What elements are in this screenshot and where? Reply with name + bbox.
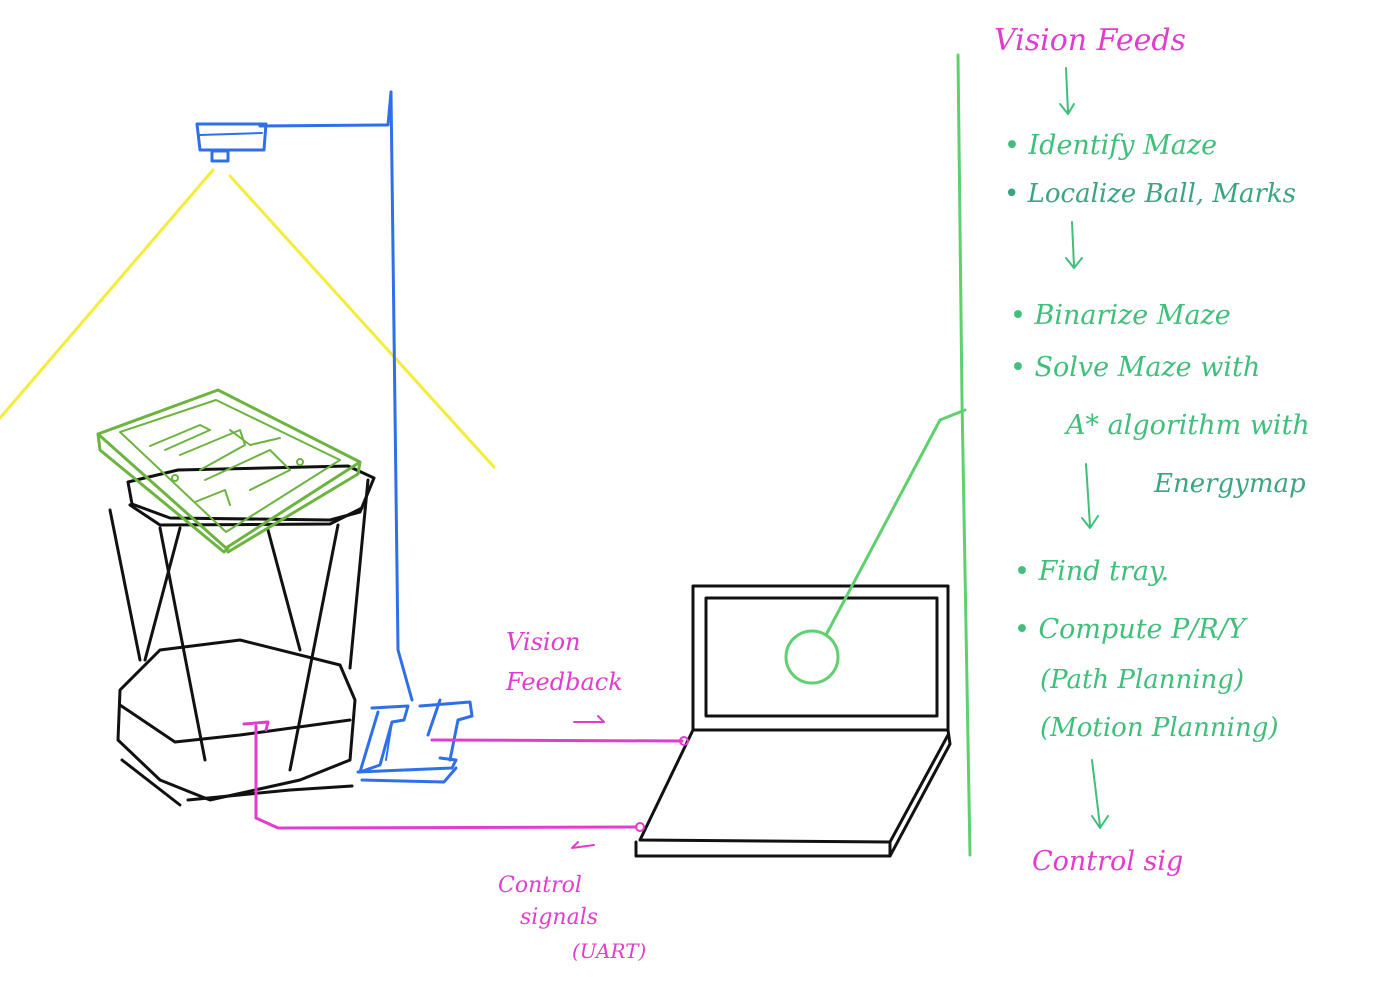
note-identify-maze: • Identify Maze [1004, 130, 1217, 161]
screen-callout [784, 53, 972, 857]
note-compute-pry: • Compute P/R/Y [1014, 614, 1248, 645]
vision-feedback-label-line1: Vision [506, 628, 580, 656]
note-binarize: • Binarize Maze [1010, 300, 1231, 331]
note-path-planning: (Path Planning) [1040, 665, 1244, 695]
note-energymap: Energymap [1153, 469, 1306, 499]
note-find-tray: • Find tray. [1014, 556, 1169, 587]
notes-title: Vision Feeds [994, 23, 1186, 58]
flow-arrows [1059, 67, 1109, 829]
maze-board [96, 388, 362, 554]
overhead-camera-icon [195, 90, 414, 702]
note-solve-maze: • Solve Maze with [1010, 352, 1260, 383]
note-control-signal: Control sig [1032, 846, 1183, 877]
control-signals-label-line1: Control [498, 873, 582, 898]
vision-feedback-label-line2: Feedback [505, 668, 623, 696]
microcontroller-board [356, 698, 474, 784]
control-signals-label-line3: (UART) [572, 939, 646, 963]
signal-wires [242, 715, 689, 849]
note-motion-planning: (Motion Planning) [1040, 713, 1279, 743]
laptop-icon [634, 584, 952, 858]
note-localize: • Localize Ball, Marks [1004, 179, 1296, 209]
camera-view-cone [0, 168, 496, 469]
control-signals-label-line2: signals [520, 905, 598, 930]
parallel-robot-platform [108, 464, 376, 807]
note-astar: A* algorithm with [1063, 410, 1310, 441]
